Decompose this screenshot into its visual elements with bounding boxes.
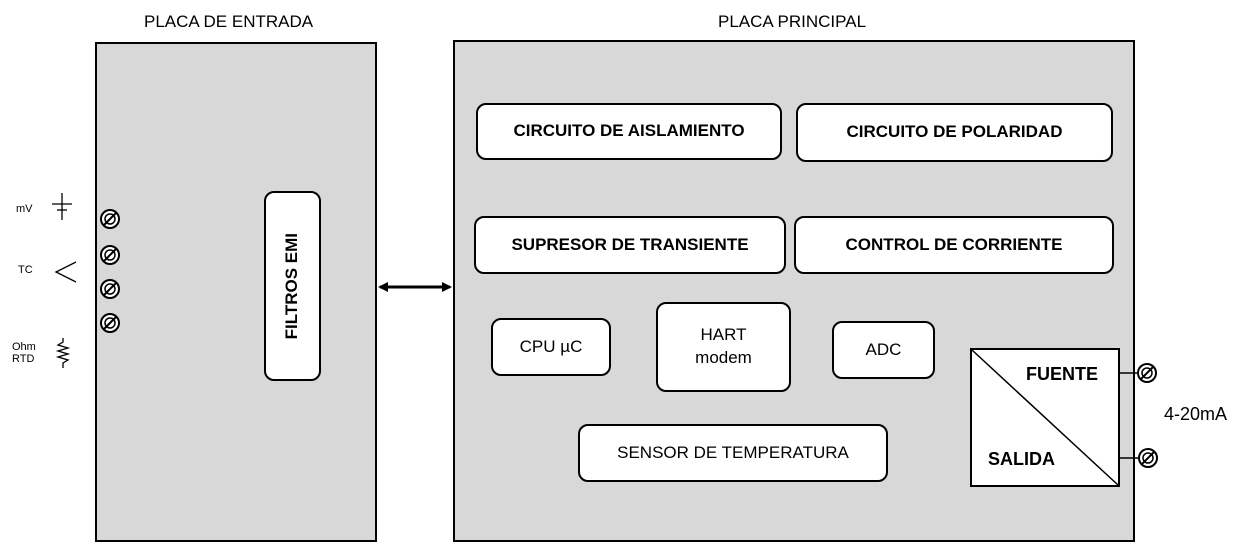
input-terminal	[100, 245, 120, 265]
hart-modem-block: HART modem	[656, 302, 791, 392]
input-terminal	[100, 279, 120, 299]
adc-block: ADC	[832, 321, 935, 379]
output-terminal	[1137, 363, 1157, 383]
output-label: SALIDA	[988, 449, 1055, 469]
main-board-title: PLACA PRINCIPAL	[718, 12, 867, 31]
polarity-circuit-block: CIRCUITO DE POLARIDAD	[796, 103, 1113, 162]
cpu-block: CPU µC	[491, 318, 611, 376]
mv-input-label: mV	[16, 203, 33, 215]
current-control-block: CONTROL DE CORRIENTE	[794, 216, 1114, 274]
thermocouple-icon	[54, 261, 77, 283]
power-source-label: FUENTE	[1026, 364, 1098, 384]
emi-filters-block: FILTROS EMI	[264, 191, 321, 381]
input-board-title: PLACA DE ENTRADA	[144, 12, 314, 31]
power-block-diagonal	[971, 349, 1119, 486]
hart-label: HART	[700, 325, 747, 345]
temperature-sensor-block: SENSOR DE TEMPERATURA	[578, 424, 888, 482]
ohm-input-label: Ohm	[12, 341, 36, 353]
current-loop-label: 4-20mA	[1164, 404, 1228, 424]
resistor-icon	[55, 338, 71, 368]
battery-icon	[52, 193, 72, 220]
isolation-circuit-block: CIRCUITO DE AISLAMIENTO	[476, 103, 782, 160]
input-board	[95, 42, 377, 542]
modem-label: modem	[695, 348, 752, 367]
rtd-input-label: RTD	[12, 353, 35, 365]
transient-suppressor-block: SUPRESOR DE TRANSIENTE	[474, 216, 786, 274]
input-terminal	[100, 209, 120, 229]
tc-input-label: TC	[18, 264, 33, 276]
input-terminal	[100, 313, 120, 333]
output-terminal	[1138, 448, 1158, 468]
